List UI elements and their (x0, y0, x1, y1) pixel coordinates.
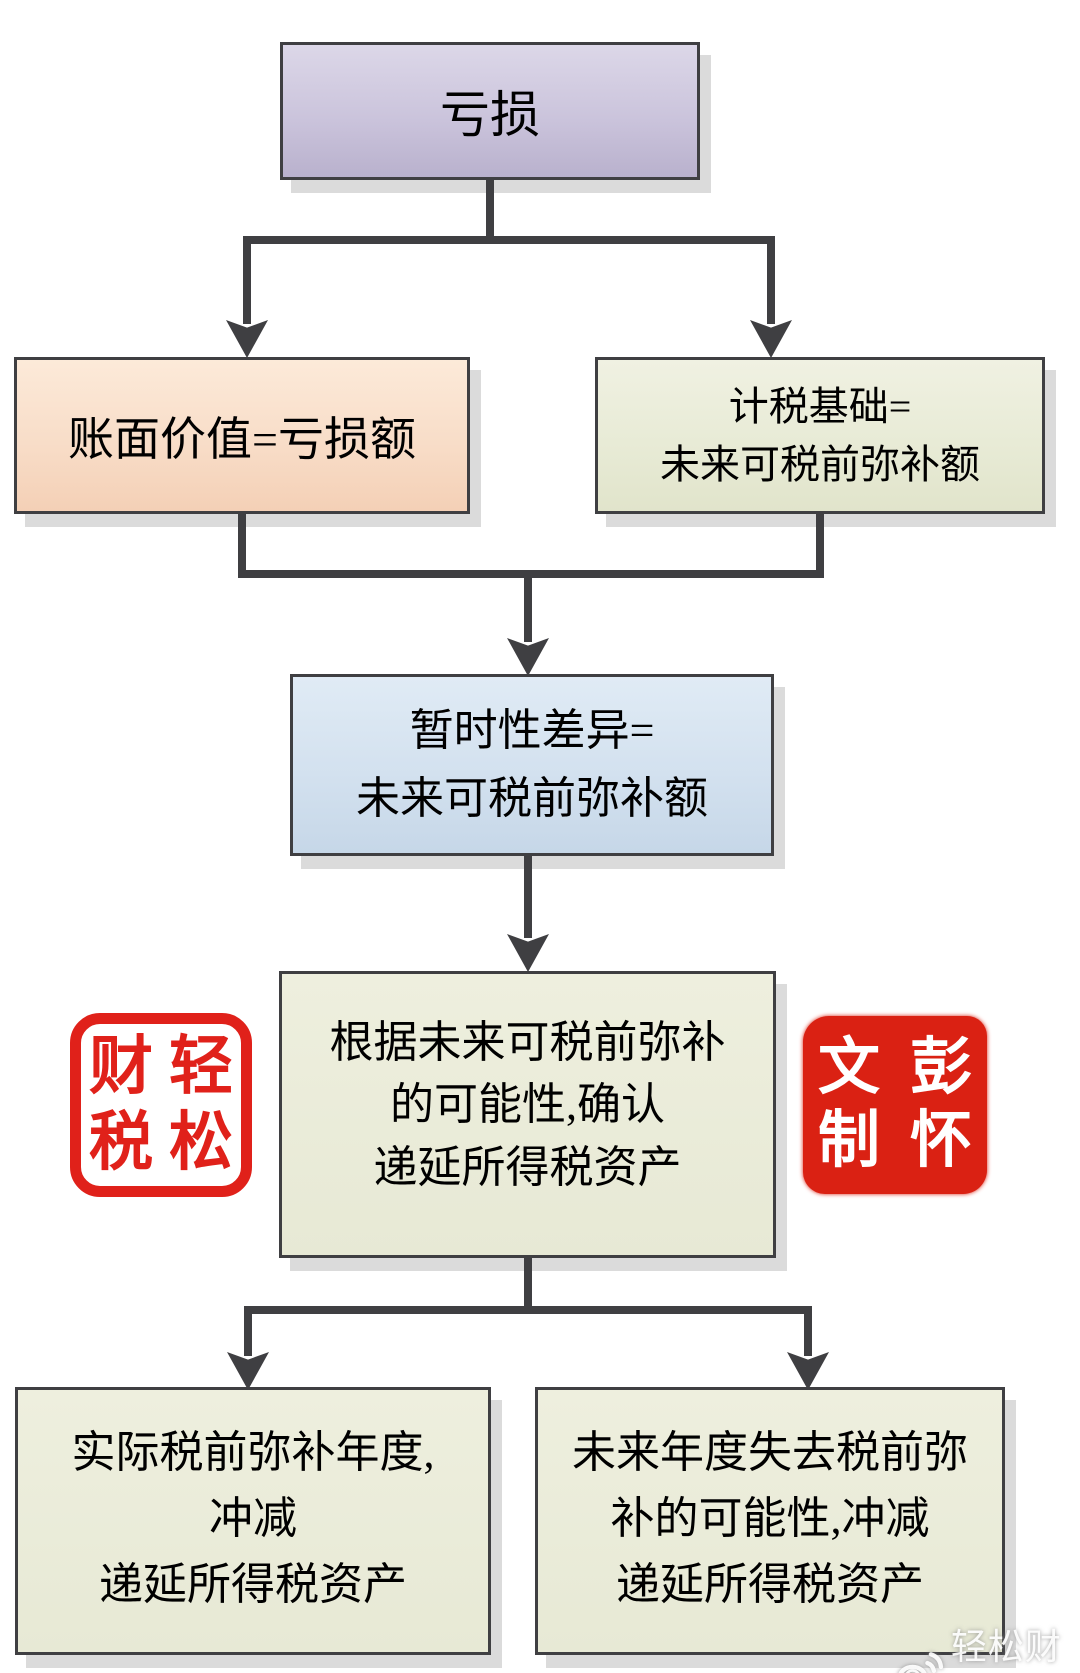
arrowhead-to-actual-offset (227, 1352, 269, 1390)
node-recognize-line3: 递延所得税资产 (373, 1142, 682, 1192)
arrowhead-to-recognize (507, 934, 549, 972)
seal-right-char-3: 制 (817, 1107, 880, 1175)
connector-merge-left-vertical (238, 514, 246, 578)
connector-merge-right-vertical (816, 514, 824, 578)
seal-right-char-4: 怀 (909, 1107, 972, 1175)
node-actual-line3: 递延所得税资产 (99, 1560, 407, 1609)
node-loss: 亏损 (280, 42, 700, 180)
arrowhead-to-lose-possibility (787, 1352, 829, 1390)
node-lose-line3: 递延所得税资产 (616, 1560, 924, 1609)
connector-split1-right-vertical (767, 236, 775, 324)
weibo-icon (898, 1652, 944, 1673)
connector-split1-horizontal (243, 236, 775, 244)
node-tax-basis-line2: 未来可税前弥补额 (660, 441, 980, 487)
node-actual-line1: 实际税前弥补年度, (71, 1428, 435, 1477)
seal-right-char-2: 彭 (909, 1033, 972, 1102)
connector-split2-horizontal (244, 1306, 812, 1314)
connector-merge-stem (524, 570, 532, 642)
stamp-qingsong-caishui: 财 轻 税 松 (70, 1013, 252, 1197)
node-actual-line2: 冲减 (209, 1494, 297, 1543)
arrowhead-to-book-value (226, 320, 268, 358)
node-tax-basis-line1: 计税基础= (728, 383, 912, 429)
node-lose-line2: 补的可能性,冲减 (610, 1494, 930, 1543)
watermark-text: 轻松财税 (950, 1626, 1062, 1667)
node-temp-diff-line2: 未来可税前弥补额 (356, 774, 708, 823)
seal-left-char-4: 松 (169, 1107, 233, 1178)
seal-left-char-3: 税 (89, 1107, 153, 1178)
seal-left-char-1: 财 (89, 1031, 153, 1103)
arrowhead-to-temp-diff (507, 638, 549, 676)
seal-left-char-2: 轻 (169, 1031, 233, 1103)
node-recognize-line2: 的可能性,确认 (390, 1080, 665, 1130)
stamp-penghuaiwen-zhi: 文 彭 制 怀 (803, 1016, 987, 1194)
node-tax-basis: 计税基础= 未来可税前弥补额 (595, 357, 1045, 514)
node-recognize-dta: 根据未来可税前弥补 的可能性,确认 递延所得税资产 (279, 971, 776, 1258)
node-lose-possibility: 未来年度失去税前弥 补的可能性,冲减 递延所得税资产 (535, 1387, 1005, 1655)
connector-split2-left-vertical (244, 1306, 252, 1356)
node-lose-line1: 未来年度失去税前弥 (572, 1428, 968, 1477)
node-recognize-line1: 根据未来可税前弥补 (329, 1018, 726, 1067)
connector-tempdiff-stem (524, 856, 532, 938)
connector-split2-stem (524, 1258, 532, 1314)
seal-right-char-1: 文 (817, 1033, 880, 1102)
node-book-value-text: 账面价值=亏损额 (68, 413, 416, 465)
node-actual-offset: 实际税前弥补年度, 冲减 递延所得税资产 (15, 1387, 491, 1655)
node-loss-text: 亏损 (440, 87, 540, 143)
connector-split1-left-vertical (243, 236, 251, 324)
connector-loss-stem (486, 180, 494, 240)
node-temp-diff: 暂时性差异= 未来可税前弥补额 (290, 674, 774, 856)
node-book-value: 账面价值=亏损额 (14, 357, 470, 514)
node-temp-diff-line1: 暂时性差异= (409, 705, 655, 755)
connector-split2-right-vertical (804, 1306, 812, 1356)
arrowhead-to-tax-basis (750, 320, 792, 358)
watermark: 轻松财税 (896, 1618, 1080, 1673)
